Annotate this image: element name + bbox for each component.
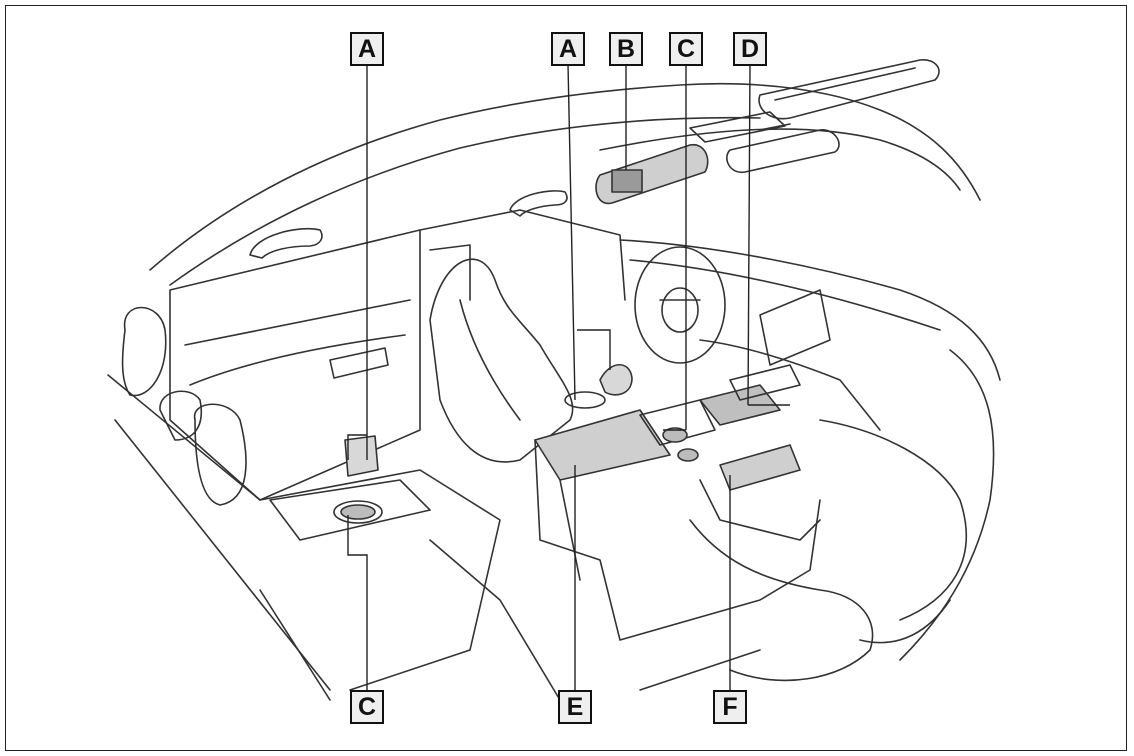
leader-d bbox=[747, 63, 751, 406]
callout-a-front-label: A bbox=[558, 34, 578, 63]
front-seat bbox=[429, 258, 574, 463]
dashboard bbox=[619, 239, 1001, 381]
windshield-header bbox=[599, 128, 961, 191]
callout-e-label: E bbox=[566, 692, 584, 721]
rear-armrest bbox=[269, 479, 431, 541]
callout-b-label: B bbox=[616, 34, 636, 63]
steering-wheel bbox=[634, 246, 726, 364]
rear-door-handle bbox=[329, 347, 389, 379]
callout-c-front-label: C bbox=[676, 34, 696, 63]
center-console-lid bbox=[534, 409, 671, 481]
leader-a-front bbox=[567, 63, 576, 401]
rear-door bbox=[169, 229, 421, 501]
leader-c-rear bbox=[347, 515, 368, 690]
callout-c-front: C bbox=[669, 32, 703, 66]
front-console-box bbox=[719, 444, 801, 491]
callout-a-front: A bbox=[551, 32, 585, 66]
callout-a-rear-label: A bbox=[357, 34, 377, 63]
sun-visor-right bbox=[758, 59, 940, 120]
callout-a-rear: A bbox=[350, 32, 384, 66]
roof-outline bbox=[149, 82, 981, 271]
callout-b: B bbox=[609, 32, 643, 66]
callout-d-label: D bbox=[740, 34, 760, 63]
callout-c-rear-label: C bbox=[357, 692, 377, 721]
callout-e: E bbox=[558, 690, 592, 724]
overhead-console bbox=[689, 111, 786, 143]
callout-f-label: F bbox=[722, 692, 738, 721]
roof-inner-outline bbox=[169, 116, 761, 286]
diagram-frame bbox=[5, 5, 1127, 751]
rear-cup-holder bbox=[333, 500, 383, 524]
callout-d: D bbox=[733, 32, 767, 66]
rear-seat-cushion bbox=[107, 374, 501, 691]
callout-f: F bbox=[713, 690, 747, 724]
rear-headrest-mid bbox=[159, 390, 202, 441]
rear-headrest-right bbox=[193, 403, 247, 506]
grab-handle-rear bbox=[249, 227, 323, 259]
grab-handle-front bbox=[509, 190, 568, 217]
callout-c-rear: C bbox=[350, 690, 384, 724]
front-cup-holder-area bbox=[639, 399, 716, 446]
rear-headrest-left bbox=[121, 306, 167, 397]
rear-view-mirror bbox=[726, 129, 840, 174]
center-display bbox=[759, 289, 831, 366]
